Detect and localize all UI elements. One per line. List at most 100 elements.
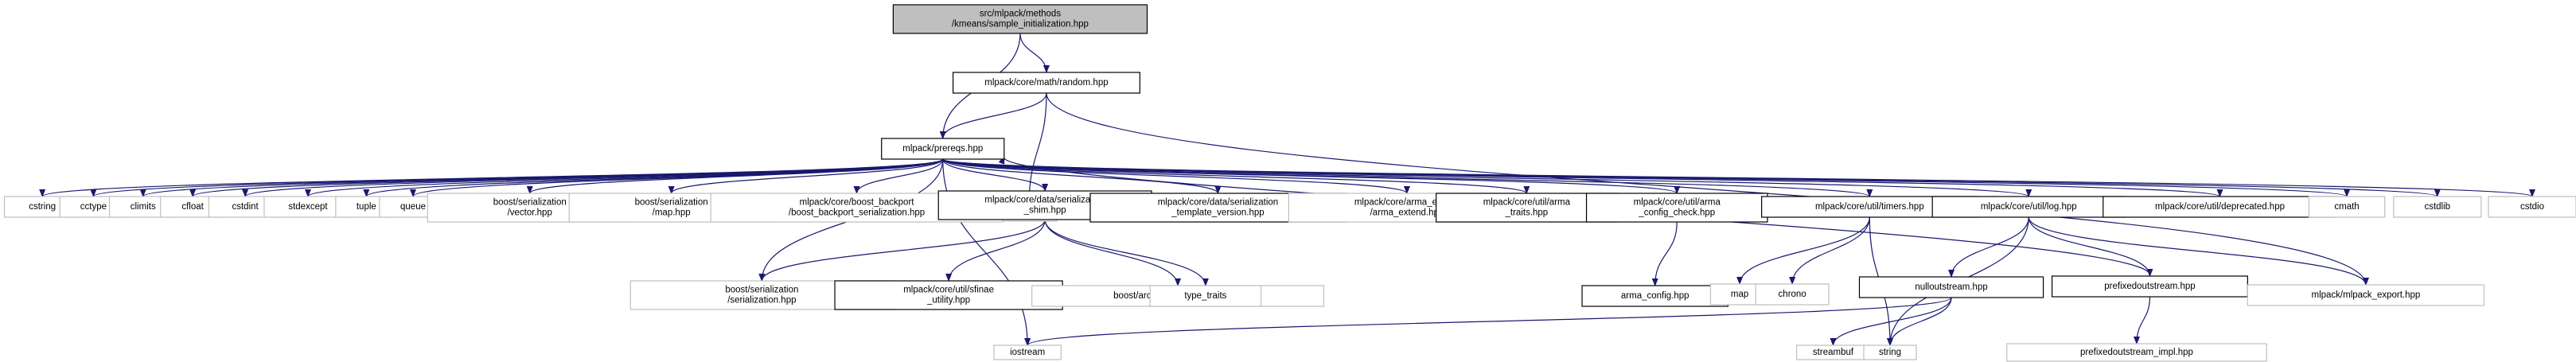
node-arma-config[interactable]: arma_config.hpp [1581,285,1729,307]
node-label: arma_config.hpp [1621,291,1689,301]
node-box [834,280,1063,310]
node-label: streambuf [1813,348,1854,357]
node-box [881,138,1005,160]
node-label: cstdio [2520,202,2544,212]
node-label: src/mlpack/methods [980,10,1062,19]
node-label: /boost_backport_serialization.hpp [789,208,925,218]
node-label: mlpack/prereqs.hpp [902,144,983,154]
node-iostream[interactable]: iostream [993,344,1062,360]
node-label: /vector.hpp [508,208,552,218]
node-box [2488,196,2576,218]
node-box [2393,196,2482,218]
node-label: boost/serialization [635,198,708,208]
node-random-hpp[interactable]: mlpack/core/math/random.hpp [952,72,1140,94]
node-label: boost/serialization [493,198,567,208]
edge-prereqs-to-cfloat [189,158,944,197]
node-mlpack-export[interactable]: mlpack/mlpack_export.hpp [2247,284,2485,306]
edge-prereqs-to-cstdlib [942,158,2441,197]
node-label: prefixedoutstream_impl.hpp [2080,348,2193,357]
node-label: mlpack/core/data/serialization [984,196,1105,205]
node-string[interactable]: string [1863,344,1917,360]
node-chrono[interactable]: chrono [1755,283,1830,306]
node-label: string [1879,348,1901,357]
edge-prereqs-to-cstring [39,158,944,197]
edge-prereqs-to-tuple [363,158,944,197]
edge-nulloutstream-to-streambuf [1830,297,1952,346]
edge-prereqs-to-boost_backport [853,158,944,194]
edge-random_hpp-to-random_std [1025,92,1047,208]
node-label: mlpack/core/data/serialization [1158,198,1279,208]
node-label: mlpack/core/util/timers.hpp [1815,202,1924,212]
edge-timers-to-chrono [1789,216,1870,285]
node-root[interactable]: src/mlpack/methods/kmeans/sample_initial… [892,4,1148,34]
edges-layer [39,33,2535,346]
node-box [1149,285,1262,307]
node-label: nulloutstream.hpp [1915,282,1987,292]
node-label: prefixedoutstream.hpp [2104,282,2195,291]
node-label: cfloat [181,202,204,212]
node-nulloutstream[interactable]: nulloutstream.hpp [1858,276,2044,298]
node-label: chrono [1779,290,1806,299]
edge-prereqs-to-cstdio [942,158,2535,197]
edge-nulloutstream-to-string [1887,297,1952,346]
node-box [2308,196,2386,218]
node-box [1581,285,1729,307]
node-label: /serialization.hpp [727,296,796,306]
node-label: /kmeans/sample_initialization.hpp [952,20,1089,29]
node-label: cstdlib [2424,202,2450,212]
edge-prereqs-to-climits [140,158,944,197]
node-label: map [1731,290,1748,299]
edge-prereqs-to-timers [942,158,1873,197]
edge-root-to-random_hpp [1019,33,1050,73]
edge-ser_shim-to-bs_serialization [758,219,1046,282]
node-label: boost/serialization [725,286,798,295]
node-label: _config_check.hpp [1638,208,1715,218]
node-label: /arma_extend.hpp [1370,208,1444,218]
node-label: type_traits [1184,291,1226,301]
node-box [2051,275,2248,298]
edge-ser_shim-to-xml_oarchive [1044,219,1181,286]
edge-log-to-prefixedoutstream [2028,216,2153,277]
node-box [2247,284,2485,306]
node-box [993,344,1062,360]
node-box [1931,196,2126,218]
edge-random_hpp-to-mlpack_export [1046,92,2369,286]
node-label: tuple [357,202,376,212]
node-label: mlpack/core/util/arma [1634,198,1721,208]
node-box [1858,276,2044,298]
node-label: mlpack/core/math/random.hpp [984,78,1108,88]
node-type-traits[interactable]: type_traits [1149,285,1262,307]
nodes-layer: src/mlpack/methods/kmeans/sample_initial… [3,4,2576,362]
node-label: mlpack/core/util/arma [1483,198,1571,208]
node-box [952,72,1140,94]
node-arma-config-check[interactable]: mlpack/core/util/arma_config_check.hpp [1585,193,1768,223]
node-label: iostream [1010,348,1045,357]
node-cmath[interactable]: cmath [2308,196,2386,218]
node-label: _shim.hpp [1023,206,1066,216]
node-cstdlib[interactable]: cstdlib [2393,196,2482,218]
node-sfinae[interactable]: mlpack/core/util/sfinae_utility.hpp [834,280,1063,310]
edge-ser_shim-to-type_traits [1044,219,1209,286]
node-prefixed-impl[interactable]: prefixedoutstream_impl.hpp [2006,343,2267,362]
node-log[interactable]: mlpack/core/util/log.hpp [1931,196,2126,218]
node-label: _traits.hpp [1505,208,1549,218]
edge-prereqs-to-ser_shim [942,158,1049,192]
node-streambuf[interactable]: streambuf [1796,344,1870,360]
node-cstdio[interactable]: cstdio [2488,196,2576,218]
node-label: mlpack/core/util/deprecated.hpp [2155,202,2285,212]
node-box [2006,343,2267,362]
node-label: queue [400,202,426,212]
node-label: /map.hpp [653,208,691,218]
node-label: _utility.hpp [926,296,970,306]
edge-random_hpp-to-prereqs [939,92,1047,139]
node-label: cstring [29,202,56,212]
edge-log-to-nulloutstream [1948,216,2029,278]
node-deprecated[interactable]: mlpack/core/util/deprecated.hpp [2102,196,2337,218]
edge-prereqs-to-arma_extend [942,158,1410,194]
node-prereqs[interactable]: mlpack/prereqs.hpp [881,138,1005,160]
node-prefixedoutstream[interactable]: prefixedoutstream.hpp [2051,275,2248,298]
edge-prereqs-to-arma_traits [942,158,1530,194]
node-label: mlpack/mlpack_export.hpp [2312,290,2421,300]
node-label: cstdint [232,202,259,212]
